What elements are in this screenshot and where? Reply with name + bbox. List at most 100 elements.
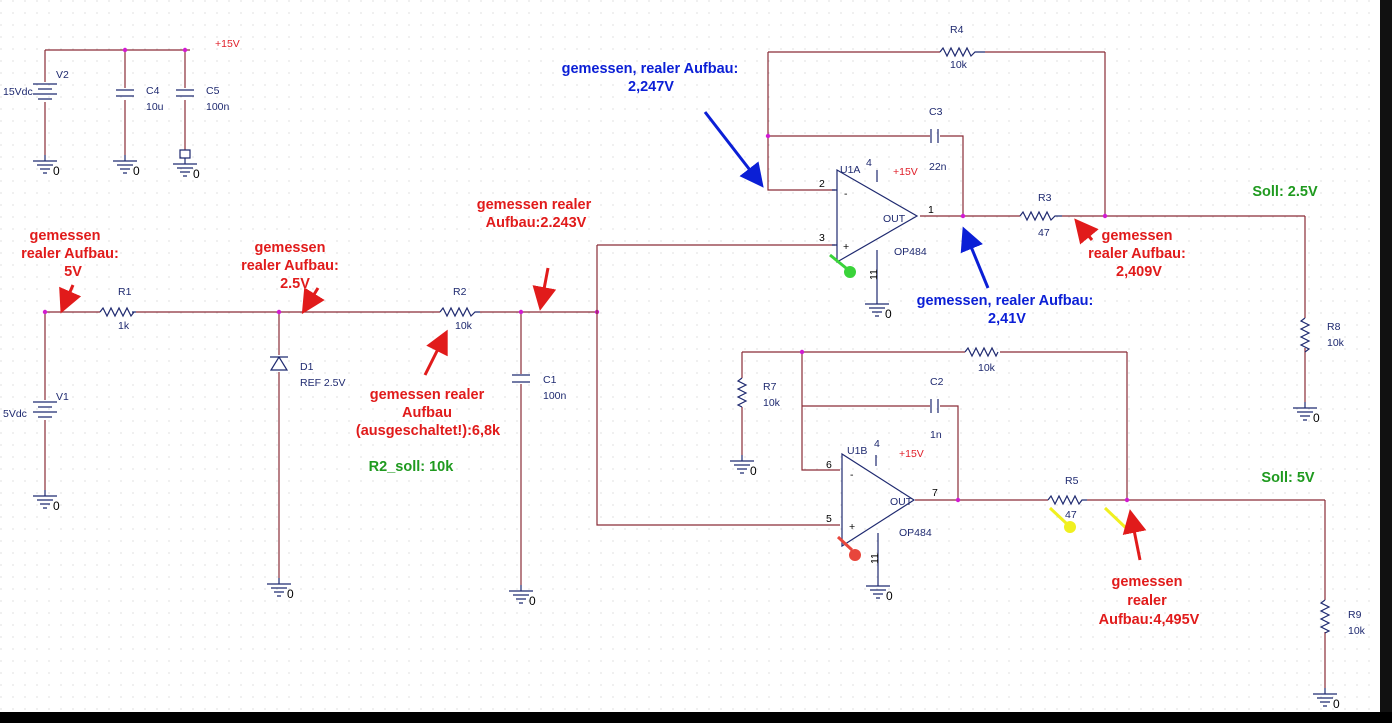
u1a-minus-sign: - — [844, 188, 848, 200]
net-label-plus15-u1a: +15V — [893, 166, 918, 178]
scroll-edge — [1380, 0, 1392, 723]
ground-symbol: 0 — [730, 455, 757, 478]
r1-value: 1k — [118, 320, 130, 332]
d1-ref: D1 — [300, 361, 314, 373]
v2-value: 15Vdc — [3, 86, 33, 98]
annotation-5v: gemessen realer Aufbau: 5V — [21, 228, 123, 280]
annotation-soll-5v: Soll: 5V — [1261, 470, 1315, 486]
load-r8: R8 10k — [1299, 216, 1345, 402]
u1a-ref: U1A — [840, 164, 860, 176]
u1b-gnd-pin: 11 — [869, 553, 881, 564]
u1a-gnd-pin: 11 — [868, 269, 880, 280]
annotation-4-495v: gemessen realer Aufbau:4,495V — [1099, 574, 1200, 628]
c4-ref: C4 — [146, 85, 160, 97]
net-label-plus15-u1b: +15V — [899, 448, 924, 460]
r9-value: 10k — [1348, 625, 1366, 637]
probe-red — [849, 549, 861, 561]
ground-symbol: 0 — [1293, 402, 1320, 425]
probe-yellow-left — [1064, 521, 1076, 533]
r6-value: 10k — [978, 362, 996, 374]
r2-ref: R2 — [453, 286, 467, 298]
c1-value: 100n — [543, 390, 567, 402]
u1b-minus-sign: - — [850, 469, 854, 481]
u1b-pin-out: 7 — [932, 487, 938, 499]
u1b-unit: 4 — [874, 438, 880, 450]
r2-value: 10k — [455, 320, 473, 332]
ground-label: 0 — [53, 164, 60, 178]
u1b-out-label: OUT — [890, 496, 913, 508]
ground-label: 0 — [1313, 411, 1320, 425]
u1a-pin-inv: 2 — [819, 178, 825, 190]
c4-value: 10u — [146, 101, 164, 113]
ground-symbol: 0 — [33, 490, 60, 513]
probe-yellow-right — [1103, 506, 1128, 530]
annotation-r2-soll: R2_soll: 10k — [369, 459, 455, 475]
c5-value: 100n — [206, 101, 230, 113]
u1b-ref: U1B — [847, 445, 867, 457]
u1a-unit: 4 — [866, 157, 872, 169]
bottom-edge — [0, 712, 1392, 723]
ground-label: 0 — [193, 167, 200, 181]
c5-ref: C5 — [206, 85, 220, 97]
u1b-part: OP484 — [899, 527, 932, 539]
probe-green — [844, 266, 856, 278]
r5-value: 47 — [1065, 509, 1077, 521]
v2-ref: V2 — [56, 69, 69, 81]
annotation-soll-2-5v: Soll: 2.5V — [1252, 184, 1318, 200]
r1-ref: R1 — [118, 286, 132, 298]
ground-symbol: 0 — [33, 155, 60, 178]
u1a-plus-sign: + — [843, 241, 849, 253]
r4-value: 10k — [950, 59, 968, 71]
r8-value: 10k — [1327, 337, 1345, 349]
ground-symbol: 0 — [113, 155, 140, 178]
ground-label: 0 — [886, 589, 893, 603]
ground-label: 0 — [529, 594, 536, 608]
c2-value: 1n — [930, 429, 942, 441]
supply-block: +15V V2 15Vdc C4 10u C5 100n — [3, 38, 240, 159]
d1-value: REF 2.5V — [300, 377, 346, 389]
ground-symbols: 0 0 0 0 0 0 0 0 0 0 0 — [33, 155, 1340, 711]
r9-ref: R9 — [1348, 609, 1362, 621]
measurement-annotations: gemessen realer Aufbau: 5V gemessen real… — [21, 61, 1318, 628]
r4-ref: R4 — [950, 24, 964, 36]
canvas-grid — [0, 0, 1380, 712]
annotation-2-243v: gemessen realer Aufbau:2.243V — [477, 197, 596, 231]
ground-label: 0 — [133, 164, 140, 178]
net-label-plus15-supply: +15V — [215, 38, 240, 50]
u1b-plus-sign: + — [849, 521, 855, 533]
r7-ref: R7 — [763, 381, 777, 393]
ground-symbol: 0 — [1313, 688, 1340, 711]
r8-ref: R8 — [1327, 321, 1341, 333]
u1a-out-label: OUT — [883, 213, 906, 225]
opamp-stage-u1b: 6 5 7 - + U1B 4 OUT OP484 11 +15V 10k R7… — [736, 346, 1366, 688]
ground-symbol: 0 — [267, 578, 294, 601]
c1-ref: C1 — [543, 374, 557, 386]
ground-symbol: 0 — [509, 585, 536, 608]
c2-ref: C2 — [930, 376, 944, 388]
u1b-pin-inv: 6 — [826, 459, 832, 471]
ground-label: 0 — [1333, 697, 1340, 711]
ground-label: 0 — [287, 587, 294, 601]
ground-symbol: 0 — [866, 580, 893, 603]
v1-ref: V1 — [56, 391, 69, 403]
c3-ref: C3 — [929, 106, 943, 118]
annotation-2-41v: gemessen, realer Aufbau: 2,41V — [917, 293, 1098, 327]
annotation-2-409v: gemessen realer Aufbau: 2,409V — [1088, 228, 1190, 280]
u1b-pin-noninv: 5 — [826, 513, 832, 525]
r7-value: 10k — [763, 397, 781, 409]
ground-label: 0 — [750, 464, 757, 478]
annotation-r2-measured: gemessen realer Aufbau (ausgeschaltet!):… — [356, 387, 501, 439]
opamp-stage-u1a: 2 3 1 - + U1A 4 OUT OP484 11 +15V R4 10k… — [596, 24, 1305, 526]
v1-value: 5Vdc — [3, 408, 27, 420]
c3-value: 22n — [929, 161, 947, 173]
ground-symbol: 0 — [865, 298, 892, 321]
u1a-part: OP484 — [894, 246, 927, 258]
u1a-pin-noninv: 3 — [819, 232, 825, 244]
ground-label: 0 — [53, 499, 60, 513]
ground-label: 0 — [885, 307, 892, 321]
r3-ref: R3 — [1038, 192, 1052, 204]
r5-ref: R5 — [1065, 475, 1079, 487]
ground-symbol: 0 — [173, 158, 200, 181]
annotation-2-247v: gemessen, realer Aufbau: 2,247V — [562, 61, 743, 95]
